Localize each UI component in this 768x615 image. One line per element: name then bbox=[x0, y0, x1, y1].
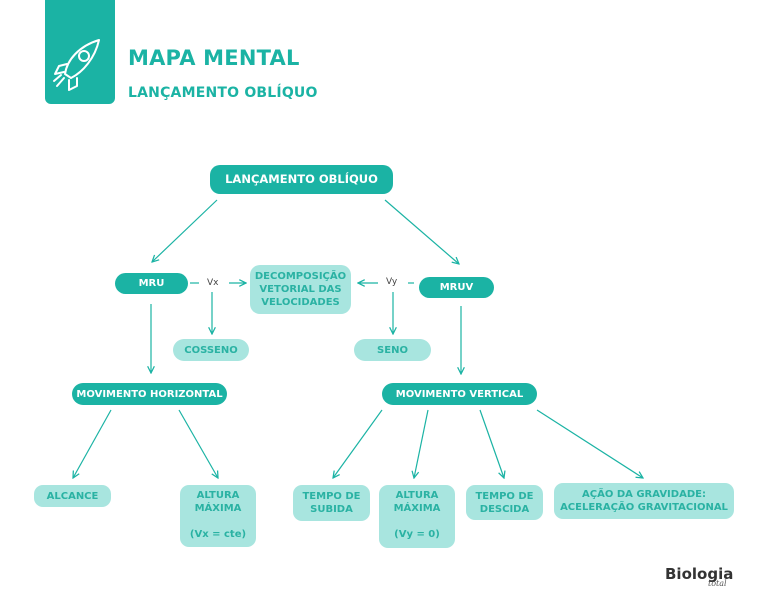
arrow-root-mru bbox=[152, 199, 218, 262]
logo-badge bbox=[45, 0, 115, 104]
node-movimento-vertical: MOVIMENTO VERTICAL bbox=[382, 383, 537, 405]
arrow-root-mruv bbox=[384, 199, 459, 264]
node-tempo-descida: TEMPO DE DESCIDA bbox=[466, 485, 543, 520]
node-movimento-horizontal: MOVIMENTO HORIZONTAL bbox=[72, 383, 227, 405]
node-altura-maxima-horizontal: ALTURA MÁXIMA (Vx = cte) bbox=[180, 485, 256, 547]
label-vy: Vy bbox=[386, 277, 398, 287]
node-mru: MRU bbox=[115, 273, 188, 294]
node-mruv: MRUV bbox=[419, 277, 494, 298]
node-decomposition: DECOMPOSIÇÃO VETORIAL DAS VELOCIDADES bbox=[250, 265, 351, 314]
brand-logo: Biologia bbox=[665, 565, 734, 583]
arrow-vertical-subida bbox=[333, 409, 383, 478]
arrow-horizontal-alcance bbox=[73, 409, 112, 478]
node-root: LANÇAMENTO OBLÍQUO bbox=[210, 165, 393, 194]
node-cosseno: COSSENO bbox=[173, 339, 249, 361]
node-tempo-subida: TEMPO DE SUBIDA bbox=[293, 485, 370, 521]
node-seno: SENO bbox=[354, 339, 431, 361]
page-subtitle: LANÇAMENTO OBLÍQUO bbox=[128, 85, 318, 101]
arrow-horizontal-altura bbox=[178, 409, 218, 478]
node-alcance: ALCANCE bbox=[34, 485, 111, 507]
page-title: MAPA MENTAL bbox=[128, 46, 300, 70]
arrow-vertical-gravidade bbox=[536, 409, 643, 478]
label-vx: Vx bbox=[207, 278, 219, 288]
node-altura-maxima-vertical: ALTURA MÁXIMA (Vy = 0) bbox=[379, 485, 455, 548]
arrow-vertical-descida bbox=[479, 409, 504, 478]
rocket-icon bbox=[53, 39, 100, 91]
brand-logo-sub: total bbox=[708, 579, 727, 588]
node-gravidade: AÇÃO DA GRAVIDADE: ACELERAÇÃO GRAVITACIO… bbox=[554, 483, 734, 519]
arrow-vertical-altura bbox=[414, 409, 429, 478]
